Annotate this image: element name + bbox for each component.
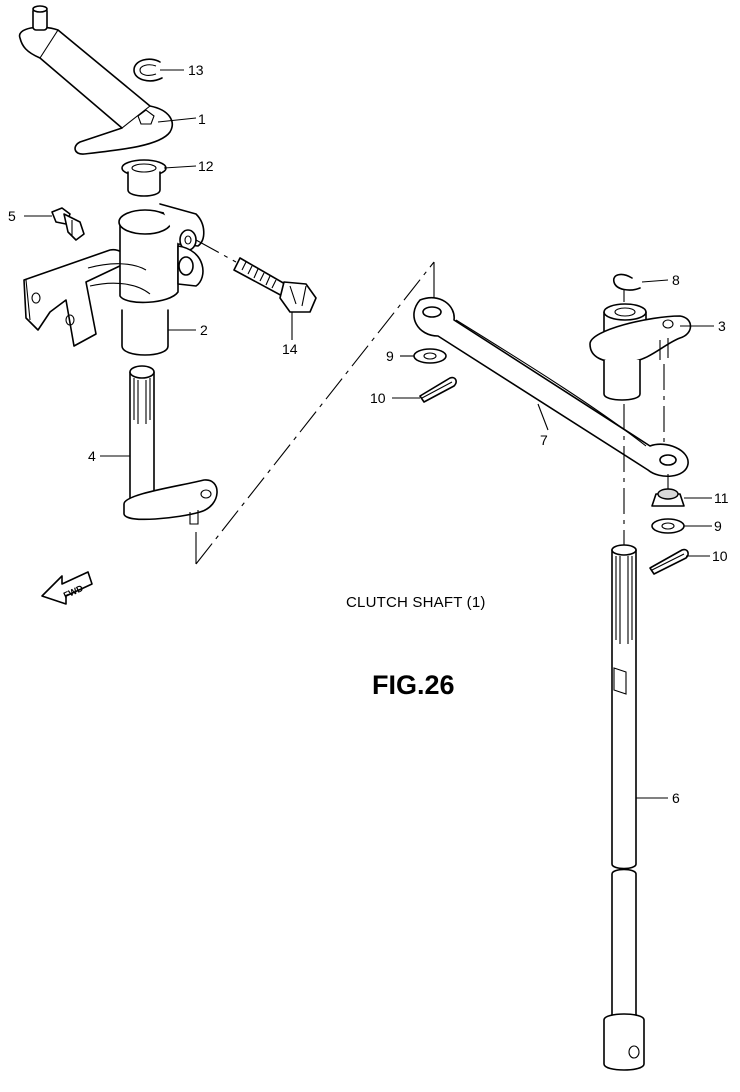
callout-2: 2	[200, 322, 208, 338]
part-3-pivot-lever	[589, 303, 692, 401]
callout-5: 5	[8, 208, 16, 224]
callout-13: 13	[188, 62, 204, 78]
part-14-bolt	[233, 257, 317, 313]
figure-subtitle: CLUTCH SHAFT (1)	[346, 594, 486, 611]
callout-14: 14	[282, 341, 298, 357]
callout-3: 3	[718, 318, 726, 334]
part-7-connecting-rod	[413, 296, 689, 477]
figure-title: FIG.26	[372, 670, 455, 700]
part-4-clutch-shaft	[123, 365, 218, 525]
callout-9-left: 9	[386, 348, 394, 364]
part-9-washer-right	[651, 518, 685, 534]
part-10-cotter-pin-left	[419, 376, 457, 403]
callout-11: 11	[714, 490, 729, 506]
callout-9-right: 9	[714, 518, 722, 534]
callout-8: 8	[672, 272, 680, 288]
fwd-arrow-icon: FWD	[41, 571, 93, 605]
callout-7: 7	[540, 432, 548, 448]
part-6-shift-rod	[603, 544, 645, 1071]
callout-10-right: 10	[712, 548, 728, 564]
callout-12: 12	[198, 158, 214, 174]
part-12-bushing	[121, 159, 167, 197]
link-axis-ends	[195, 262, 435, 564]
part-11-nut	[651, 488, 685, 507]
part-1-lever-arm	[18, 5, 174, 155]
callout-6: 6	[672, 790, 680, 806]
callout-4: 4	[88, 448, 96, 464]
callout-10-left: 10	[370, 390, 386, 406]
callout-1: 1	[198, 111, 206, 127]
part-2-shift-bracket	[23, 203, 205, 356]
bolt-axis-line	[195, 239, 237, 263]
part-8-circlip	[612, 273, 641, 291]
link-axis-line	[195, 261, 435, 565]
callout-numbers: 13 1 12 5 2 14 4 8 3 9 10 7 11 9 10 6	[8, 62, 729, 806]
part-10-cotter-pin-right	[649, 548, 689, 575]
part-13-circlip	[133, 58, 163, 82]
leader-lines	[24, 69, 714, 799]
part-9-washer-left	[413, 348, 447, 364]
part-5-grease-nipple	[51, 207, 85, 241]
